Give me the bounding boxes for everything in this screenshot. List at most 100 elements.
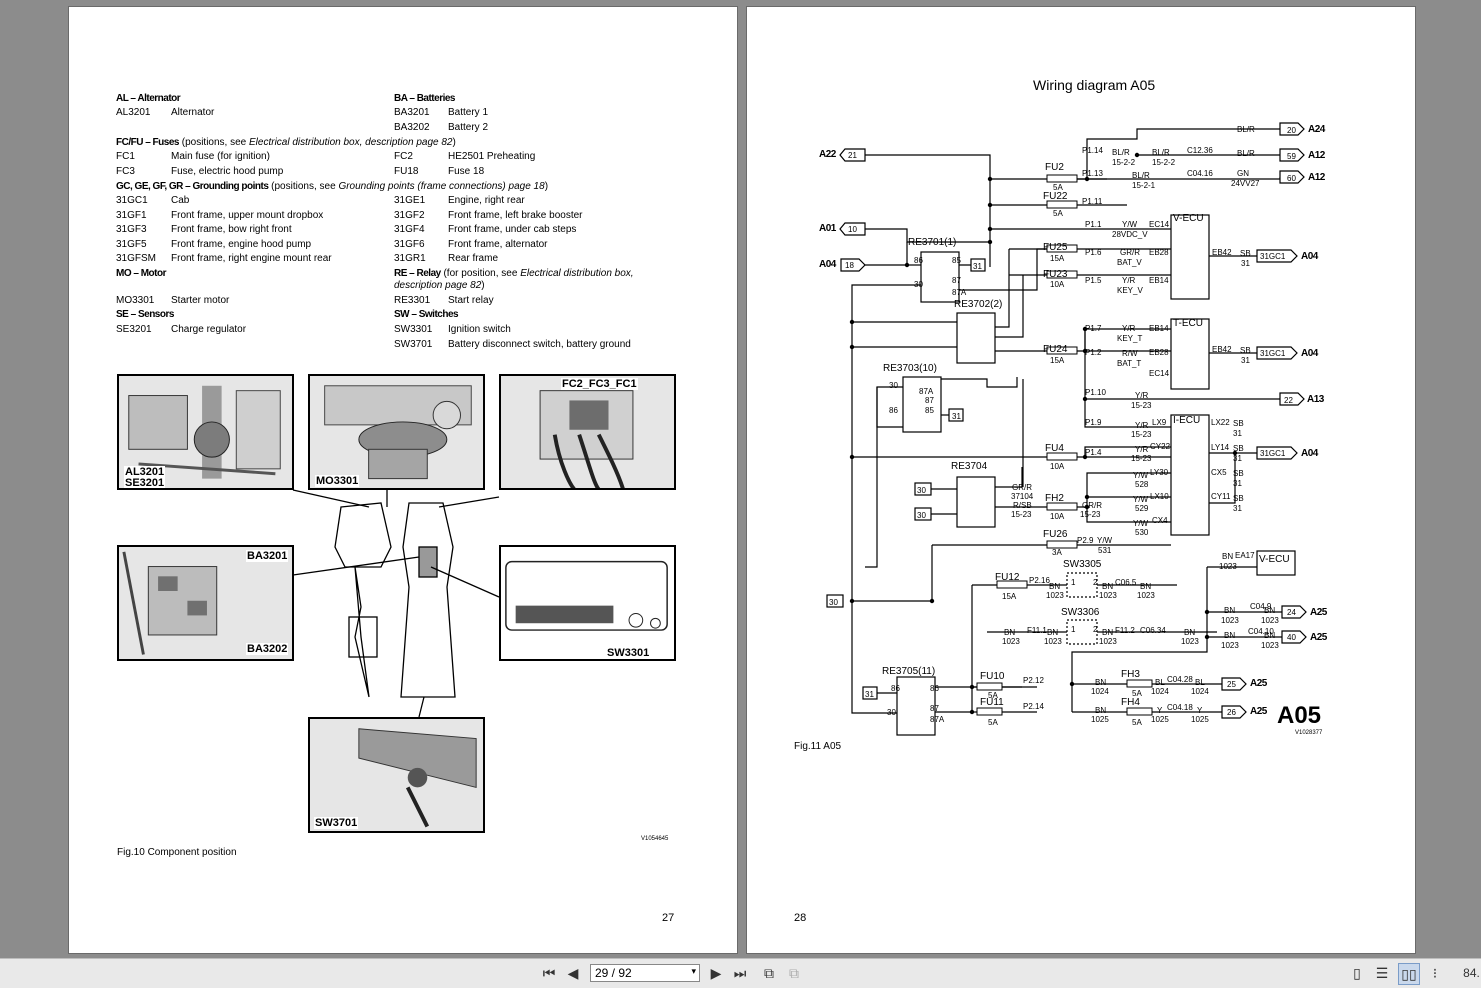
fuse-label: FU22 xyxy=(1043,191,1068,202)
code: RE3301 xyxy=(394,295,431,306)
continuous-icon[interactable]: ☰ xyxy=(1375,965,1389,981)
tag-text: 20 xyxy=(1287,126,1296,135)
wire-color: Y/R xyxy=(1122,324,1136,333)
next-page-button[interactable]: ▶ xyxy=(710,965,722,981)
code: 31GF4 xyxy=(394,224,425,235)
pin: CY11 xyxy=(1211,492,1231,501)
wire-color: BN xyxy=(1224,606,1236,615)
wire-color: BN xyxy=(1095,706,1107,715)
tag-22 xyxy=(1279,392,1305,406)
heading-fuses: FC/FU – Fuses xyxy=(116,137,179,148)
rotate-icon[interactable]: ⧉ xyxy=(764,965,774,981)
two-page-icon[interactable]: ▯▯ xyxy=(1398,963,1420,985)
wire-color: BN xyxy=(1102,628,1114,637)
ecu-label: I-ECU xyxy=(1173,415,1201,426)
tag-59 xyxy=(1279,148,1305,162)
wire-color: BN xyxy=(1264,606,1276,615)
note-ref: Grounding points (frame connections) pag… xyxy=(338,181,545,192)
pin: LX10 xyxy=(1150,492,1169,501)
wire-label: P1.2 xyxy=(1085,348,1102,357)
pin: 85 xyxy=(925,406,934,415)
label-a04: A04 xyxy=(1301,251,1318,262)
single-page-icon[interactable]: ▯ xyxy=(1353,965,1361,981)
tag-text: 40 xyxy=(1287,633,1296,642)
wire-color: Y/W xyxy=(1122,220,1138,229)
wire-id: 1023 xyxy=(1137,591,1155,600)
tag-10 xyxy=(839,222,866,236)
desc: Battery 2 xyxy=(448,122,489,133)
two-page-continuous-icon[interactable]: ⁝ xyxy=(1432,965,1438,981)
label-a24: A24 xyxy=(1308,124,1325,135)
desc: Ignition switch xyxy=(448,324,511,335)
fuse-label: FH3 xyxy=(1121,669,1140,680)
connector: F11.1 xyxy=(1027,626,1047,635)
page-number: 28 xyxy=(794,912,807,924)
code: 31GC1 xyxy=(116,195,148,206)
connector: C06.5 xyxy=(1115,578,1137,587)
last-page-button[interactable]: ⏭ xyxy=(733,965,747,981)
previous-page-button[interactable]: ◀ xyxy=(567,965,579,981)
code: SW3701 xyxy=(394,339,433,350)
viewer-toolbar: ⏮ ◀ 29 / 92 ▾ ▶ ⏭ ⧉ ⧉ ▯ ☰ ▯▯ ⁝ 84. xyxy=(0,958,1481,988)
tag-18 xyxy=(840,258,866,272)
pin: LY30 xyxy=(1150,468,1169,477)
disconnect-switch-illustration xyxy=(358,728,477,828)
tag-25 xyxy=(1221,677,1247,691)
pin: LX22 xyxy=(1211,418,1230,427)
fuse-rating: 10A xyxy=(1050,280,1065,289)
figure-code: V1028377 xyxy=(1295,730,1323,736)
wire-color: Y xyxy=(1197,706,1203,715)
pin: EB28 xyxy=(1149,248,1169,257)
tag-text: 30 xyxy=(917,511,926,520)
desc: Start relay xyxy=(448,295,494,306)
connector: C04.18 xyxy=(1167,703,1193,712)
tag-31 xyxy=(948,408,964,422)
wire-id: 15-23 xyxy=(1131,430,1152,439)
wire-label: P2.9 xyxy=(1077,536,1094,545)
wire-id: 15-2-2 xyxy=(1112,158,1136,167)
photo-disconnect: SW3701 xyxy=(308,717,485,833)
copy-icon[interactable]: ⧉ xyxy=(789,965,799,981)
fuse-rating: 5A xyxy=(1132,718,1142,727)
first-page-button[interactable]: ⏮ xyxy=(542,965,556,981)
relay-label: RE3701(1) xyxy=(908,237,957,248)
pin: EB42 xyxy=(1212,248,1232,257)
desc: Rear frame xyxy=(448,253,499,264)
label-ba3202: BA3202 xyxy=(246,643,289,655)
pin: 87A xyxy=(919,387,934,396)
wire-id: 1025 xyxy=(1151,715,1169,724)
code: 31GE1 xyxy=(394,195,426,206)
wire-id: 15-23 xyxy=(1131,401,1152,410)
note: ) xyxy=(452,137,456,148)
diagram-code: A05 xyxy=(1277,702,1322,729)
wire-color: BL xyxy=(1155,678,1165,687)
pin: EB14 xyxy=(1149,276,1169,285)
code: FC1 xyxy=(116,151,135,162)
code: AL3201 xyxy=(116,107,151,118)
switch-label: SW3306 xyxy=(1061,607,1100,618)
fuse-rating: 5A xyxy=(1053,209,1063,218)
page-number: 27 xyxy=(662,912,675,924)
wire-id: 31 xyxy=(1233,504,1242,513)
label-a01: A01 xyxy=(819,223,836,234)
desc: Charge regulator xyxy=(171,324,247,335)
pin: 2 xyxy=(1093,625,1098,634)
code: 31GR1 xyxy=(394,253,426,264)
wire-label: P2.16 xyxy=(1029,576,1050,585)
label-a25: A25 xyxy=(1250,706,1267,717)
wire-id: 15-23 xyxy=(1131,454,1152,463)
tag-30 xyxy=(914,482,932,496)
wire-id: 15-23 xyxy=(1080,510,1101,519)
wire-id: 531 xyxy=(1098,546,1112,555)
pin: 86 xyxy=(889,406,898,415)
label-a25: A25 xyxy=(1310,607,1327,618)
page-title: Wiring diagram A05 xyxy=(1033,77,1156,93)
machine-outline xyxy=(292,489,500,718)
tag-text: 31GC1 xyxy=(1260,349,1286,358)
connector: C06.34 xyxy=(1140,626,1166,635)
page-selector[interactable]: 29 / 92 ▾ xyxy=(590,964,700,982)
zoom-level[interactable]: 84. xyxy=(1463,966,1480,980)
tag-text: 30 xyxy=(917,486,926,495)
connector: C04.9 xyxy=(1250,602,1272,611)
label-ba3201: BA3201 xyxy=(246,550,289,562)
